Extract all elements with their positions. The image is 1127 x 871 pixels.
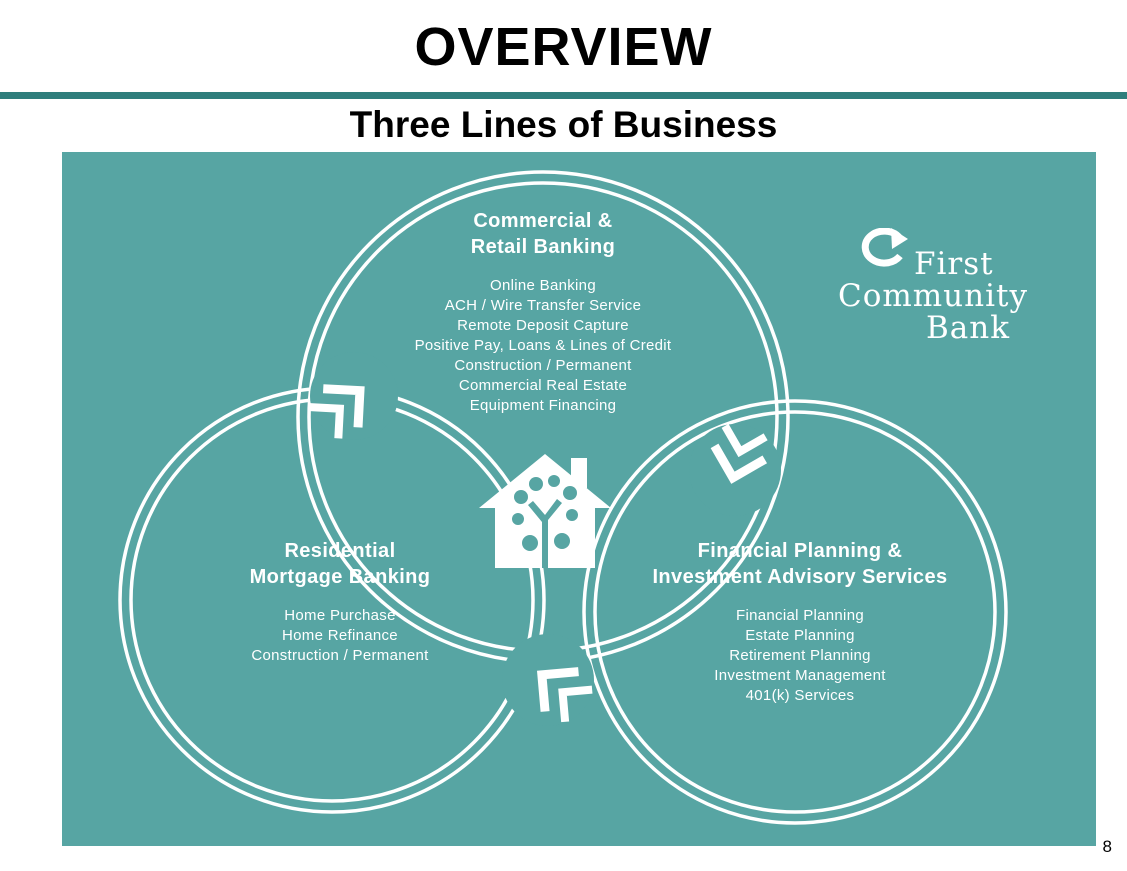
financial-heading-line2: Investment Advisory Services [652, 566, 948, 588]
service-item: Commercial Real Estate [458, 377, 628, 394]
bank-logo: First Community Bank [838, 228, 1058, 346]
arc-gap [689, 424, 781, 516]
service-item: 401(k) Services [745, 687, 855, 704]
service-item: Estate Planning [745, 627, 855, 644]
page-title: OVERVIEW [414, 17, 713, 77]
logo-word-bank: Bank [926, 310, 1011, 346]
financial-heading: Financial Planning & Investment Advisory… [570, 538, 1030, 590]
commercial-heading-line2: Retail Banking [470, 236, 616, 258]
service-item: Construction / Permanent [454, 357, 632, 374]
financial-planning-section: Financial Planning & Investment Advisory… [570, 538, 1030, 706]
financial-heading-line1: Financial Planning & [697, 540, 903, 562]
residential-heading-line2: Mortgage Banking [249, 566, 431, 588]
service-item: Retirement Planning [729, 647, 871, 664]
page-number: 8 [1102, 837, 1112, 856]
diagram-panel: Commercial & Retail Banking Online Banki… [62, 152, 1096, 846]
residential-mortgage-section: Residential Mortgage Banking Home Purcha… [140, 538, 540, 666]
residential-heading-line1: Residential [284, 540, 396, 562]
service-item: Remote Deposit Capture [457, 317, 629, 334]
commercial-heading: Commercial & Retail Banking [305, 208, 781, 260]
service-item: Equipment Financing [469, 397, 617, 414]
logo-word-community: Community [838, 278, 1028, 314]
service-item: Home Refinance [282, 627, 398, 644]
cycle-circle-right [582, 399, 1008, 825]
service-item: Construction / Permanent [251, 647, 429, 664]
service-item: Home Purchase [284, 607, 396, 624]
service-item: Online Banking [490, 277, 596, 294]
swirl-arrow-icon [861, 228, 908, 267]
service-item: Positive Pay, Loans & Lines of Credit [414, 337, 672, 354]
arrowhead-icon [710, 423, 768, 484]
commercial-heading-line1: Commercial & [473, 210, 613, 232]
arc-gap [310, 352, 398, 440]
commercial-banking-section: Commercial & Retail Banking Online Banki… [305, 208, 781, 416]
residential-heading: Residential Mortgage Banking [140, 538, 540, 590]
service-item: ACH / Wire Transfer Service [444, 297, 642, 314]
arrowhead-icon [536, 667, 593, 723]
logo-word-first: First [914, 246, 994, 282]
cycle-diagram [118, 170, 1008, 825]
house-tree-icon [479, 454, 611, 568]
arrowhead-icon [310, 384, 365, 439]
title-divider [0, 92, 1127, 99]
service-item: Financial Planning [736, 607, 864, 624]
arc-gap [502, 634, 594, 726]
slide-subtitle: Three Lines of Business [349, 104, 778, 145]
service-item: Investment Management [714, 667, 886, 684]
